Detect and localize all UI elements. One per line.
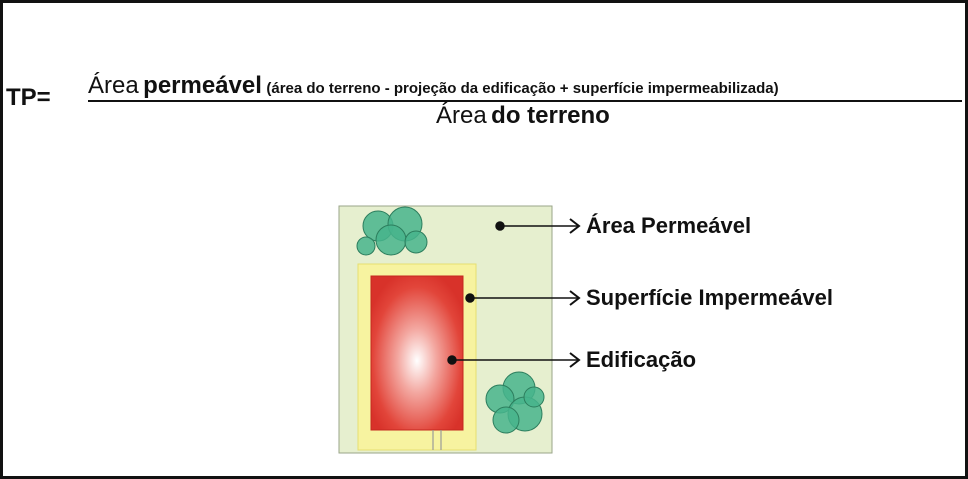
denominator-word-terrain: do terreno (491, 102, 610, 129)
label-building: Edificação (586, 347, 697, 372)
formula-prefix: TP= (6, 84, 51, 111)
arrow-building (447, 352, 581, 368)
tree-cluster-bottom (485, 371, 545, 434)
fraction-line (88, 100, 962, 102)
tree-cluster-top (356, 206, 428, 256)
numerator-word-area: Área (88, 72, 139, 99)
formula-numerator: Área permeável (área do terreno - projeç… (88, 72, 779, 100)
formula: TP= Área permeável (área do terreno - pr… (6, 72, 962, 132)
numerator-word-permeable: permeável (143, 72, 262, 99)
numerator-note: (área do terreno - projeção da edificaçã… (266, 80, 779, 97)
formula-denominator: Área do terreno (436, 102, 610, 130)
denominator-word-area: Área (436, 102, 487, 129)
label-permeable-area: Área Permeável (586, 213, 752, 238)
arrow-impermeable (465, 290, 581, 306)
label-impermeable-surface: Superfície Impermeável (586, 285, 834, 310)
building (370, 275, 464, 431)
arrow-permeable (495, 218, 581, 234)
driveway-lines (432, 430, 442, 450)
